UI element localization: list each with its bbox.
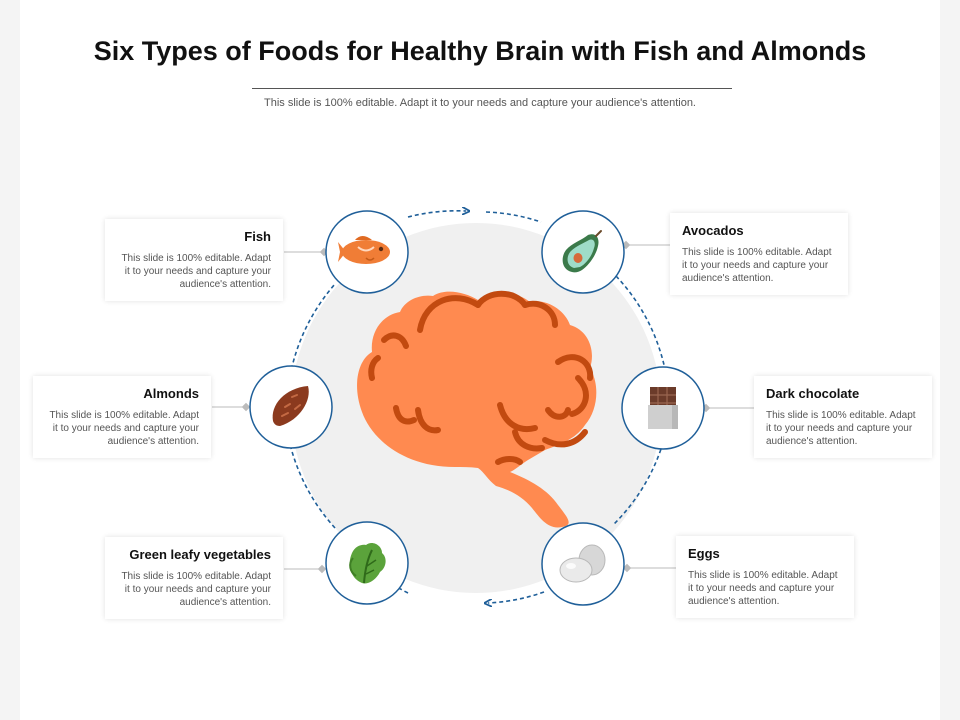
- card-eggs-description: This slide is 100% editable. Adapt it to…: [688, 570, 838, 607]
- card-almonds-description: This slide is 100% editable. Adapt it to…: [49, 410, 199, 447]
- brain-folds: [368, 290, 594, 465]
- card-greens: Green leafy vegetables This slide is 100…: [105, 537, 283, 619]
- card-fish-description: This slide is 100% editable. Adapt it to…: [121, 253, 271, 290]
- ring-arc-left-lower: [288, 439, 336, 529]
- slide-edge-right: [940, 0, 960, 720]
- leafy-vegetable-icon: [349, 542, 386, 584]
- card-avocados-description: This slide is 100% editable. Adapt it to…: [682, 247, 832, 284]
- card-greens-title: Green leafy vegetables: [129, 547, 271, 562]
- ring-arc-top-left: [407, 211, 466, 218]
- slide-edge-left: [0, 0, 20, 720]
- card-avocados-title: Avocados: [682, 223, 744, 238]
- ring-arc-bottom-left: [396, 586, 409, 594]
- page-title: Six Types of Foods for Healthy Brain wit…: [93, 36, 867, 66]
- brain-illustration: [357, 290, 597, 528]
- chocolate-icon: [648, 387, 678, 429]
- page-subtitle: This slide is 100% editable. Adapt it to…: [264, 97, 696, 109]
- card-chocolate-description: This slide is 100% editable. Adapt it to…: [766, 410, 916, 447]
- card-chocolate: Dark chocolate This slide is 100% editab…: [754, 376, 932, 458]
- card-fish: Fish This slide is 100% editable. Adapt …: [105, 219, 283, 301]
- almond-icon: [272, 386, 309, 426]
- card-eggs: Eggs This slide is 100% editable. Adapt …: [676, 536, 854, 618]
- card-almonds-title: Almonds: [143, 386, 199, 401]
- card-chocolate-title: Dark chocolate: [766, 386, 860, 401]
- card-avocados: Avocados This slide is 100% editable. Ad…: [670, 213, 848, 295]
- eggs-icon: [559, 544, 606, 583]
- fish-icon: [338, 236, 390, 264]
- brain-shape: [357, 291, 597, 528]
- ring-arc-bottom: [488, 591, 545, 603]
- title-divider: [252, 88, 732, 89]
- card-almonds: Almonds This slide is 100% editable. Ada…: [33, 376, 211, 458]
- card-eggs-title: Eggs: [688, 546, 720, 561]
- avocado-icon: [562, 230, 602, 273]
- ring-arc-top-right: [485, 211, 542, 223]
- card-fish-title: Fish: [244, 229, 271, 244]
- card-greens-description: This slide is 100% editable. Adapt it to…: [121, 571, 271, 608]
